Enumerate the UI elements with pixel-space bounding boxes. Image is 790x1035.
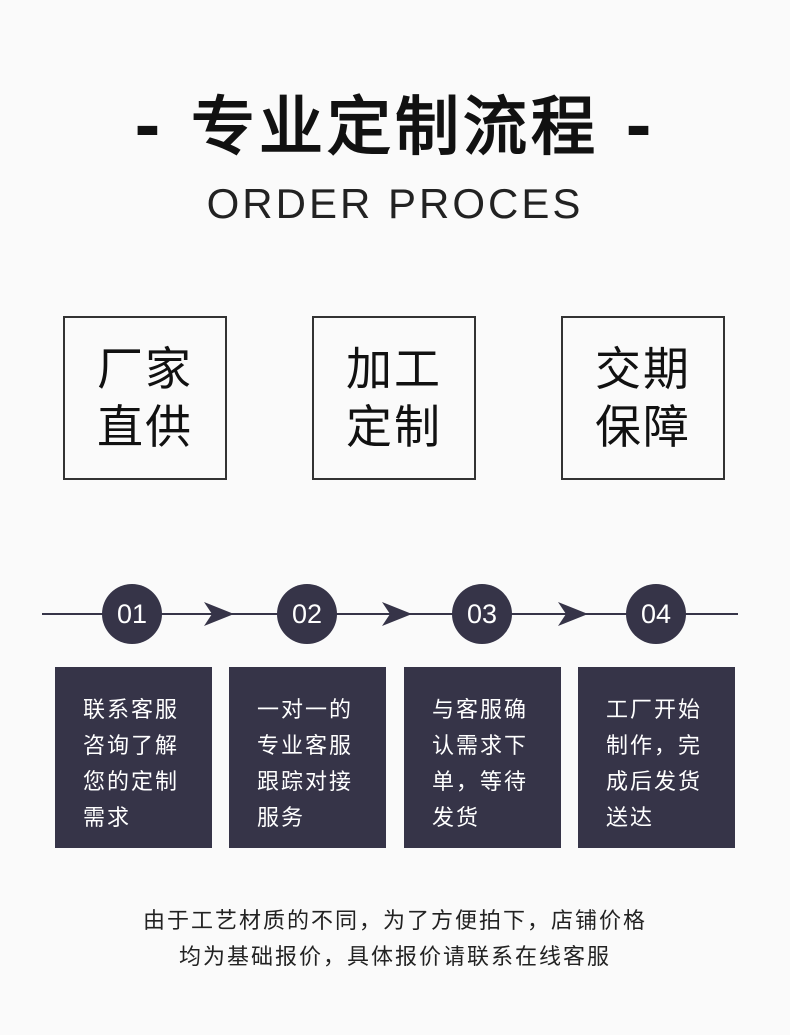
process-timeline: 01 02 03 04 xyxy=(42,584,738,644)
feature-line-2: 直供 xyxy=(97,400,193,454)
page-subtitle: ORDER PROCES xyxy=(206,180,584,227)
step-text-line: 联系客服 xyxy=(83,698,180,723)
step-circle xyxy=(102,584,162,644)
step-text-line: 工厂开始 xyxy=(606,698,703,723)
step-number: 01 xyxy=(117,599,147,629)
price-note-line-1: 由于工艺材质的不同，为了方便拍下，店铺价格 xyxy=(142,909,647,934)
step-text-line: 成后发货 xyxy=(606,770,703,795)
feature-box-factory-direct: 厂家 直供 xyxy=(63,316,227,480)
feature-line-1: 厂家 xyxy=(97,342,193,396)
feature-line-1: 交期 xyxy=(595,342,691,396)
feature-line-2: 定制 xyxy=(346,400,442,454)
step-text-line: 服务 xyxy=(257,806,306,831)
arrow-right-icon xyxy=(382,602,412,626)
page-title: - 专业定制流程 - xyxy=(134,91,656,165)
step-text-line: 您的定制 xyxy=(83,770,180,795)
arrow-right-icon xyxy=(204,602,234,626)
step-text-line: 制作，完 xyxy=(606,734,703,759)
step-text-line: 认需求下 xyxy=(432,734,529,759)
step-text-line: 咨询了解 xyxy=(83,734,180,759)
step-circle xyxy=(277,584,337,644)
step-circle xyxy=(452,584,512,644)
step-text-line: 一对一的 xyxy=(257,698,354,723)
feature-line-2: 保障 xyxy=(595,400,691,454)
step-text-line: 发货 xyxy=(432,806,481,831)
step-card-service: 一对一的 专业客服 跟踪对接 服务 xyxy=(229,667,386,848)
step-circle xyxy=(626,584,686,644)
feature-box-delivery-guarantee: 交期 保障 xyxy=(561,316,725,480)
step-card-delivery: 工厂开始 制作，完 成后发货 送达 xyxy=(578,667,735,848)
step-number: 04 xyxy=(641,599,671,629)
feature-box-custom-processing: 加工 定制 xyxy=(312,316,476,480)
price-note-line-2: 均为基础报价，具体报价请联系在线客服 xyxy=(178,945,611,970)
arrow-right-icon xyxy=(558,602,588,626)
step-number: 02 xyxy=(292,599,322,629)
step-card-order: 与客服确 认需求下 单，等待 发货 xyxy=(404,667,561,848)
step-number: 03 xyxy=(467,599,497,629)
step-text-line: 送达 xyxy=(606,806,655,831)
step-text-line: 专业客服 xyxy=(257,734,354,759)
step-text-line: 单，等待 xyxy=(432,770,529,795)
step-text-line: 跟踪对接 xyxy=(257,770,354,795)
step-text-line: 需求 xyxy=(83,806,132,831)
step-text-line: 与客服确 xyxy=(432,698,529,723)
feature-line-1: 加工 xyxy=(346,342,442,396)
step-card-contact: 联系客服 咨询了解 您的定制 需求 xyxy=(55,667,212,848)
